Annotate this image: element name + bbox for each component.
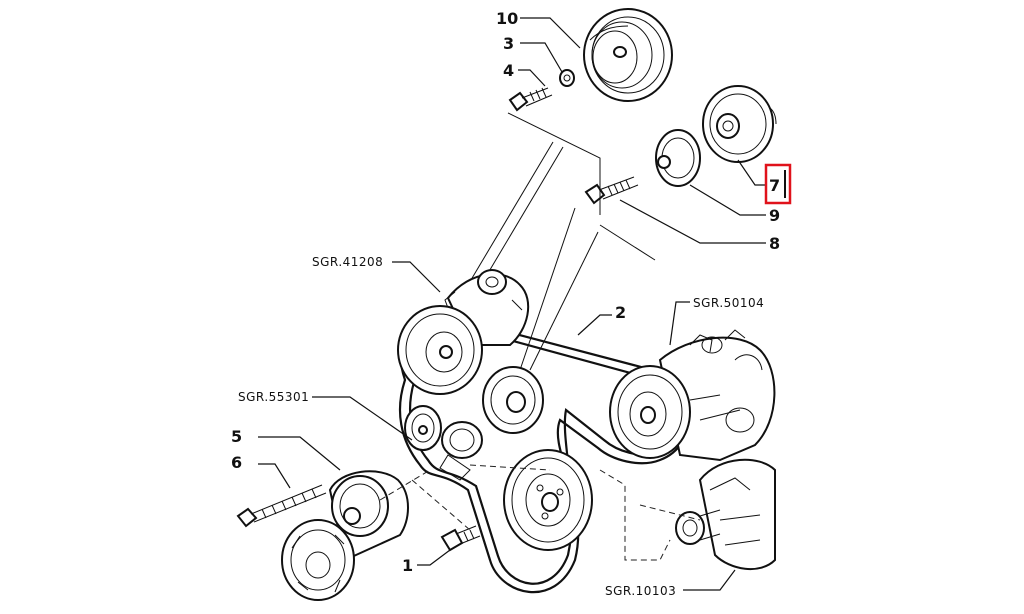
pulley-part-10	[583, 8, 673, 102]
highlight-box	[764, 163, 792, 205]
bolt-part-1	[440, 525, 481, 552]
ref-sgr-50104: SGR.50104	[693, 296, 764, 310]
callout-8: 8	[769, 234, 780, 253]
bolt-part-6	[236, 484, 327, 528]
alternator-pulley	[404, 405, 483, 481]
bolt-part-4	[508, 87, 553, 112]
callout-2: 2	[615, 303, 626, 322]
power-steering-pump	[397, 269, 530, 395]
callout-7: 7	[769, 176, 780, 195]
ref-sgr-10103: SGR.10103	[605, 584, 676, 598]
water-pump	[675, 458, 776, 571]
callout-5: 5	[231, 427, 242, 446]
ref-sgr-41208: SGR.41208	[312, 255, 383, 269]
idler-pulley-part-7	[702, 85, 777, 163]
callout-6: 6	[231, 453, 242, 472]
bolt-part-8	[584, 176, 639, 205]
washer-part-3	[559, 69, 575, 87]
crankshaft-pulley	[503, 449, 593, 551]
callout-10: 10	[496, 9, 518, 28]
callout-4: 4	[503, 61, 514, 80]
spacer-part-9	[655, 129, 701, 187]
belt-tensioner-part-5	[281, 470, 409, 601]
center-idler-pulley	[482, 366, 544, 434]
callout-3: 3	[503, 34, 514, 53]
callout-1: 1	[402, 556, 413, 575]
callout-9: 9	[769, 206, 780, 225]
ac-compressor	[609, 329, 776, 462]
ref-sgr-55301: SGR.55301	[238, 390, 309, 404]
